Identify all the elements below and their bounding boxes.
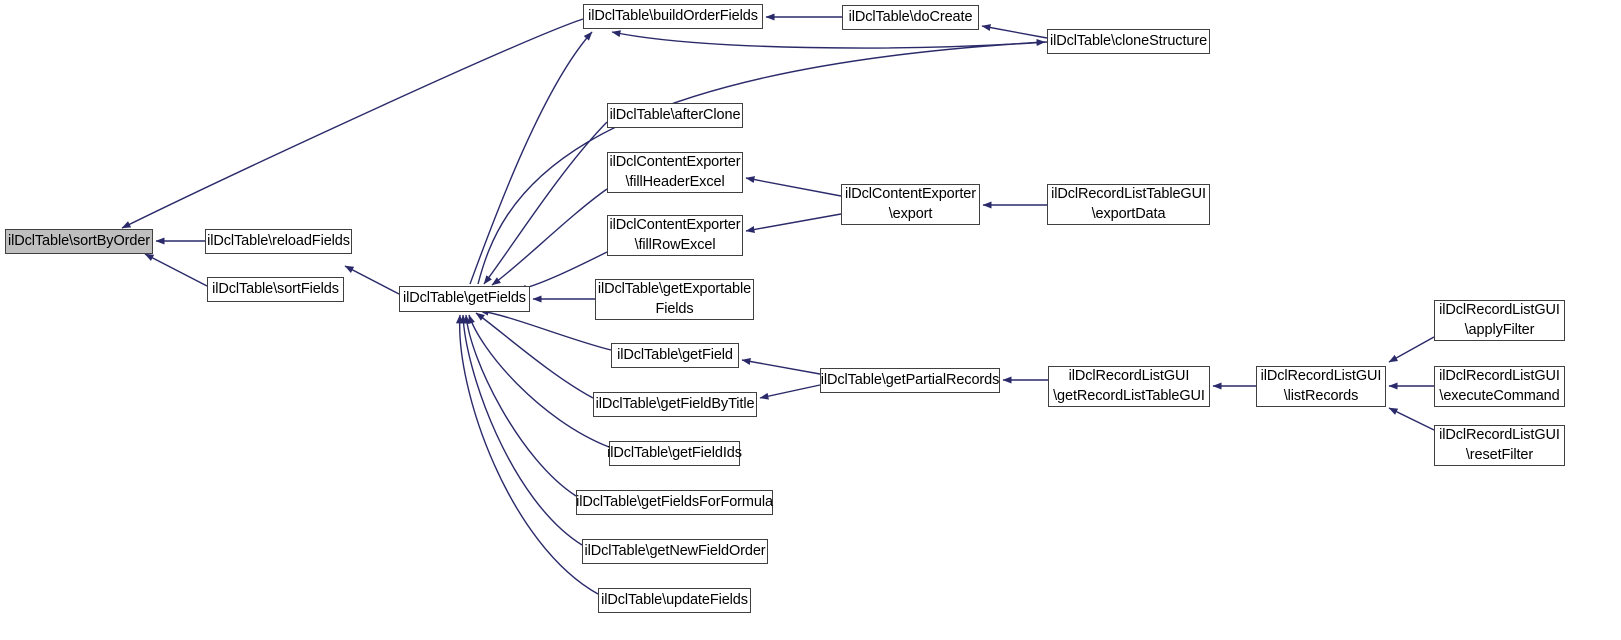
edge-getFieldIds-to-getFields	[468, 314, 610, 448]
graph-node-fillRowExcel[interactable]: ilDclContentExporter \fillRowExcel	[607, 215, 743, 256]
graph-node-getFieldByTitle[interactable]: ilDclTable\getFieldByTitle	[593, 392, 757, 417]
edge-exporterExport-to-fillHeaderExcel	[745, 176, 842, 197]
graph-node-resetFilter[interactable]: ilDclRecordListGUI \resetFilter	[1434, 425, 1565, 466]
edge-getFieldByTitle-to-getFields	[475, 312, 594, 399]
edge-afterClone-to-getFields	[483, 121, 608, 285]
edge-exporterExport-to-fillRowExcel	[745, 213, 842, 233]
graph-node-getFields[interactable]: ilDclTable\getFields	[399, 286, 530, 312]
edge-getFields-to-cloneStructure-curve	[477, 38, 1046, 285]
graph-node-label: ilDclTable\getField	[617, 346, 733, 363]
edge-getPartialRecords-to-getFieldByTitle	[759, 384, 821, 400]
graph-node-label: ilDclRecordListGUI \getRecordListTableGU…	[1053, 368, 1205, 404]
graph-node-label: ilDclTable\getFieldIds	[607, 444, 742, 461]
edge-getFieldsForFormula-to-getFields	[463, 314, 577, 497]
edge-cloneStructure-to-buildOrderFields	[611, 30, 1048, 49]
graph-node-getRecordListTableGUI[interactable]: ilDclRecordListGUI \getRecordListTableGU…	[1048, 366, 1210, 407]
edge-applyFilter-to-listRecords	[1388, 336, 1435, 363]
edge-updateFields-to-getFields	[455, 314, 599, 595]
graph-node-getFieldsForFormula[interactable]: ilDclTable\getFieldsForFormula	[576, 490, 773, 515]
graph-node-cloneStructure[interactable]: ilDclTable\cloneStructure	[1047, 29, 1210, 54]
edge-buildOrderFields-to-sortByOrder	[121, 18, 584, 229]
edge-getField-to-getFields	[479, 308, 612, 351]
graph-node-label: ilDclContentExporter \fillRowExcel	[609, 217, 741, 253]
graph-node-label: ilDclTable\getFields	[403, 290, 526, 307]
graph-node-label: ilDclContentExporter \export	[845, 186, 976, 222]
graph-node-label: ilDclRecordListGUI \resetFilter	[1439, 427, 1560, 463]
graph-node-sortByOrder[interactable]: ilDclTable\sortByOrder	[5, 229, 153, 254]
graph-node-label: ilDclContentExporter \fillHeaderExcel	[609, 154, 741, 190]
graph-node-label: ilDclTable\buildOrderFields	[588, 7, 758, 24]
graph-node-label: ilDclTable\afterClone	[609, 106, 741, 123]
graph-node-getFieldIds[interactable]: ilDclTable\getFieldIds	[607, 441, 742, 466]
graph-node-label: ilDclTable\sortFields	[212, 280, 339, 297]
graph-node-label: ilDclTable\getNewFieldOrder	[584, 542, 766, 559]
graph-node-label: ilDclTable\cloneStructure	[1049, 32, 1208, 49]
graph-node-label: ilDclRecordListGUI \listRecords	[1260, 368, 1382, 404]
graph-node-afterClone[interactable]: ilDclTable\afterClone	[607, 103, 743, 128]
edge-resetFilter-to-listRecords	[1388, 407, 1435, 431]
graph-node-applyFilter[interactable]: ilDclRecordListGUI \applyFilter	[1434, 300, 1565, 341]
graph-node-label: ilDclTable\reloadFields	[207, 232, 350, 249]
graph-node-getField[interactable]: ilDclTable\getField	[611, 343, 739, 368]
graph-node-fillHeaderExcel[interactable]: ilDclContentExporter \fillHeaderExcel	[607, 152, 743, 193]
edge-fillHeaderExcel-to-getFields	[491, 188, 608, 286]
graph-node-label: ilDclTable\getFieldsForFormula	[576, 493, 773, 510]
graph-node-reloadFields[interactable]: ilDclTable\reloadFields	[205, 229, 352, 254]
graph-node-label: ilDclTable\updateFields	[601, 591, 748, 608]
graph-node-exporterExport[interactable]: ilDclContentExporter \export	[841, 184, 980, 225]
graph-node-updateFields[interactable]: ilDclTable\updateFields	[598, 588, 751, 613]
graph-node-getExportableFields[interactable]: ilDclTable\getExportable Fields	[595, 279, 754, 320]
graph-node-label: ilDclTable\getPartialRecords	[820, 371, 1000, 388]
graph-node-exportData[interactable]: ilDclRecordListTableGUI \exportData	[1047, 184, 1210, 225]
graph-node-sortFields[interactable]: ilDclTable\sortFields	[207, 277, 344, 302]
edge-getFields-to-reloadFields	[344, 265, 400, 295]
graph-node-label: ilDclTable\doCreate	[848, 8, 973, 25]
graph-node-label: ilDclRecordListGUI \applyFilter	[1439, 302, 1560, 338]
graph-node-listRecords[interactable]: ilDclRecordListGUI \listRecords	[1256, 366, 1386, 407]
graph-node-label: ilDclTable\getExportable Fields	[597, 281, 752, 317]
graph-node-label: ilDclRecordListTableGUI \exportData	[1051, 186, 1206, 222]
graph-node-label: ilDclTable\sortByOrder	[7, 232, 151, 249]
edge-getNewFieldOrder-to-getFields	[459, 314, 583, 546]
edge-cloneStructure-to-doCreate	[981, 24, 1048, 39]
edge-sortFields-to-sortByOrder	[144, 253, 208, 287]
graph-node-doCreate[interactable]: ilDclTable\doCreate	[842, 5, 979, 30]
edge-getPartialRecords-to-getField	[741, 358, 821, 375]
edge-getFields-to-buildOrderFields	[469, 31, 593, 285]
graph-node-getPartialRecords[interactable]: ilDclTable\getPartialRecords	[820, 368, 1000, 393]
graph-node-label: ilDclRecordListGUI \executeCommand	[1439, 368, 1560, 404]
graph-node-getNewFieldOrder[interactable]: ilDclTable\getNewFieldOrder	[582, 539, 768, 564]
graph-node-label: ilDclTable\getFieldByTitle	[595, 395, 755, 412]
graph-node-executeCommand[interactable]: ilDclRecordListGUI \executeCommand	[1434, 366, 1565, 407]
graph-node-buildOrderFields[interactable]: ilDclTable\buildOrderFields	[583, 4, 763, 29]
